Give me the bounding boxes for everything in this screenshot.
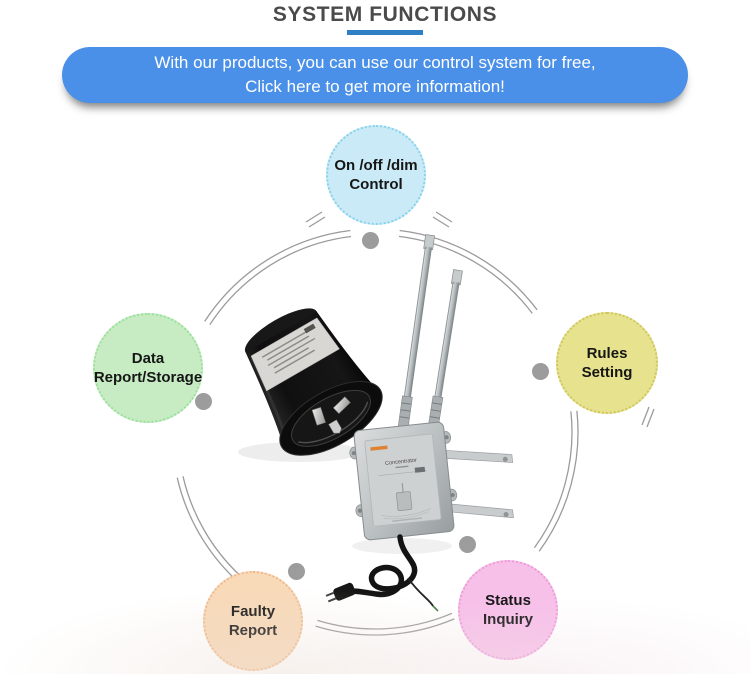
bubble-on-off-dim-control: On /off /dim Control (326, 125, 426, 225)
bubble-label-line1: Rules (586, 345, 628, 362)
bubble-data-report-storage: Data Report/Storage (93, 313, 203, 423)
antenna-left (397, 234, 435, 431)
bubble-label-line1: Status (485, 592, 531, 609)
ring-dot-right (532, 363, 549, 380)
bubble-label-line2: Report/Storage (93, 369, 203, 386)
power-plug (325, 582, 356, 603)
bubble-faulty-report: Faulty Report (203, 571, 303, 671)
bubble-label-line1: On /off /dim (334, 157, 418, 174)
title-underline (347, 30, 423, 35)
box-label-panel (364, 433, 442, 527)
photocell-label (250, 317, 340, 392)
ring-dot-bottom-left (288, 563, 305, 580)
photocell-shadow (238, 442, 362, 462)
twist-lock-blades (311, 396, 351, 434)
antenna-right (427, 269, 463, 431)
page-title: SYSTEM FUNCTIONS (272, 3, 498, 26)
bubble-label-line2: Control (349, 176, 403, 193)
photocell-device (244, 308, 383, 456)
banner-line2: Click here to get more information! (245, 77, 505, 96)
box-shadow (352, 538, 452, 554)
mounting-bracket-top (445, 450, 514, 463)
bubble-status-inquiry: Status Inquiry (458, 560, 558, 660)
header: SYSTEM FUNCTIONS (0, 3, 750, 35)
bubble-label-line2: Report (228, 622, 278, 639)
ring-dot-top (362, 232, 379, 249)
power-cable (325, 534, 439, 612)
concentrator-box: Concentrator (349, 421, 514, 541)
bubble-rules-setting: Rules Setting (556, 312, 658, 414)
label-icon (395, 491, 413, 511)
bubble-label-line2: Inquiry (482, 611, 533, 628)
promo-banner[interactable]: With our products, you can use our contr… (62, 47, 688, 103)
ring-dot-left (195, 393, 212, 410)
concentrator-label: Concentrator (385, 458, 417, 467)
brand-logo (370, 445, 388, 451)
bubble-label-line2: Setting (581, 364, 633, 381)
bubble-label-line1: Data (131, 350, 165, 367)
mounting-bracket-bottom (451, 503, 514, 519)
ring-dot-bottom-right (459, 536, 476, 553)
bubble-label-line1: Faulty (230, 603, 276, 620)
banner-line1: With our products, you can use our contr… (154, 53, 596, 72)
